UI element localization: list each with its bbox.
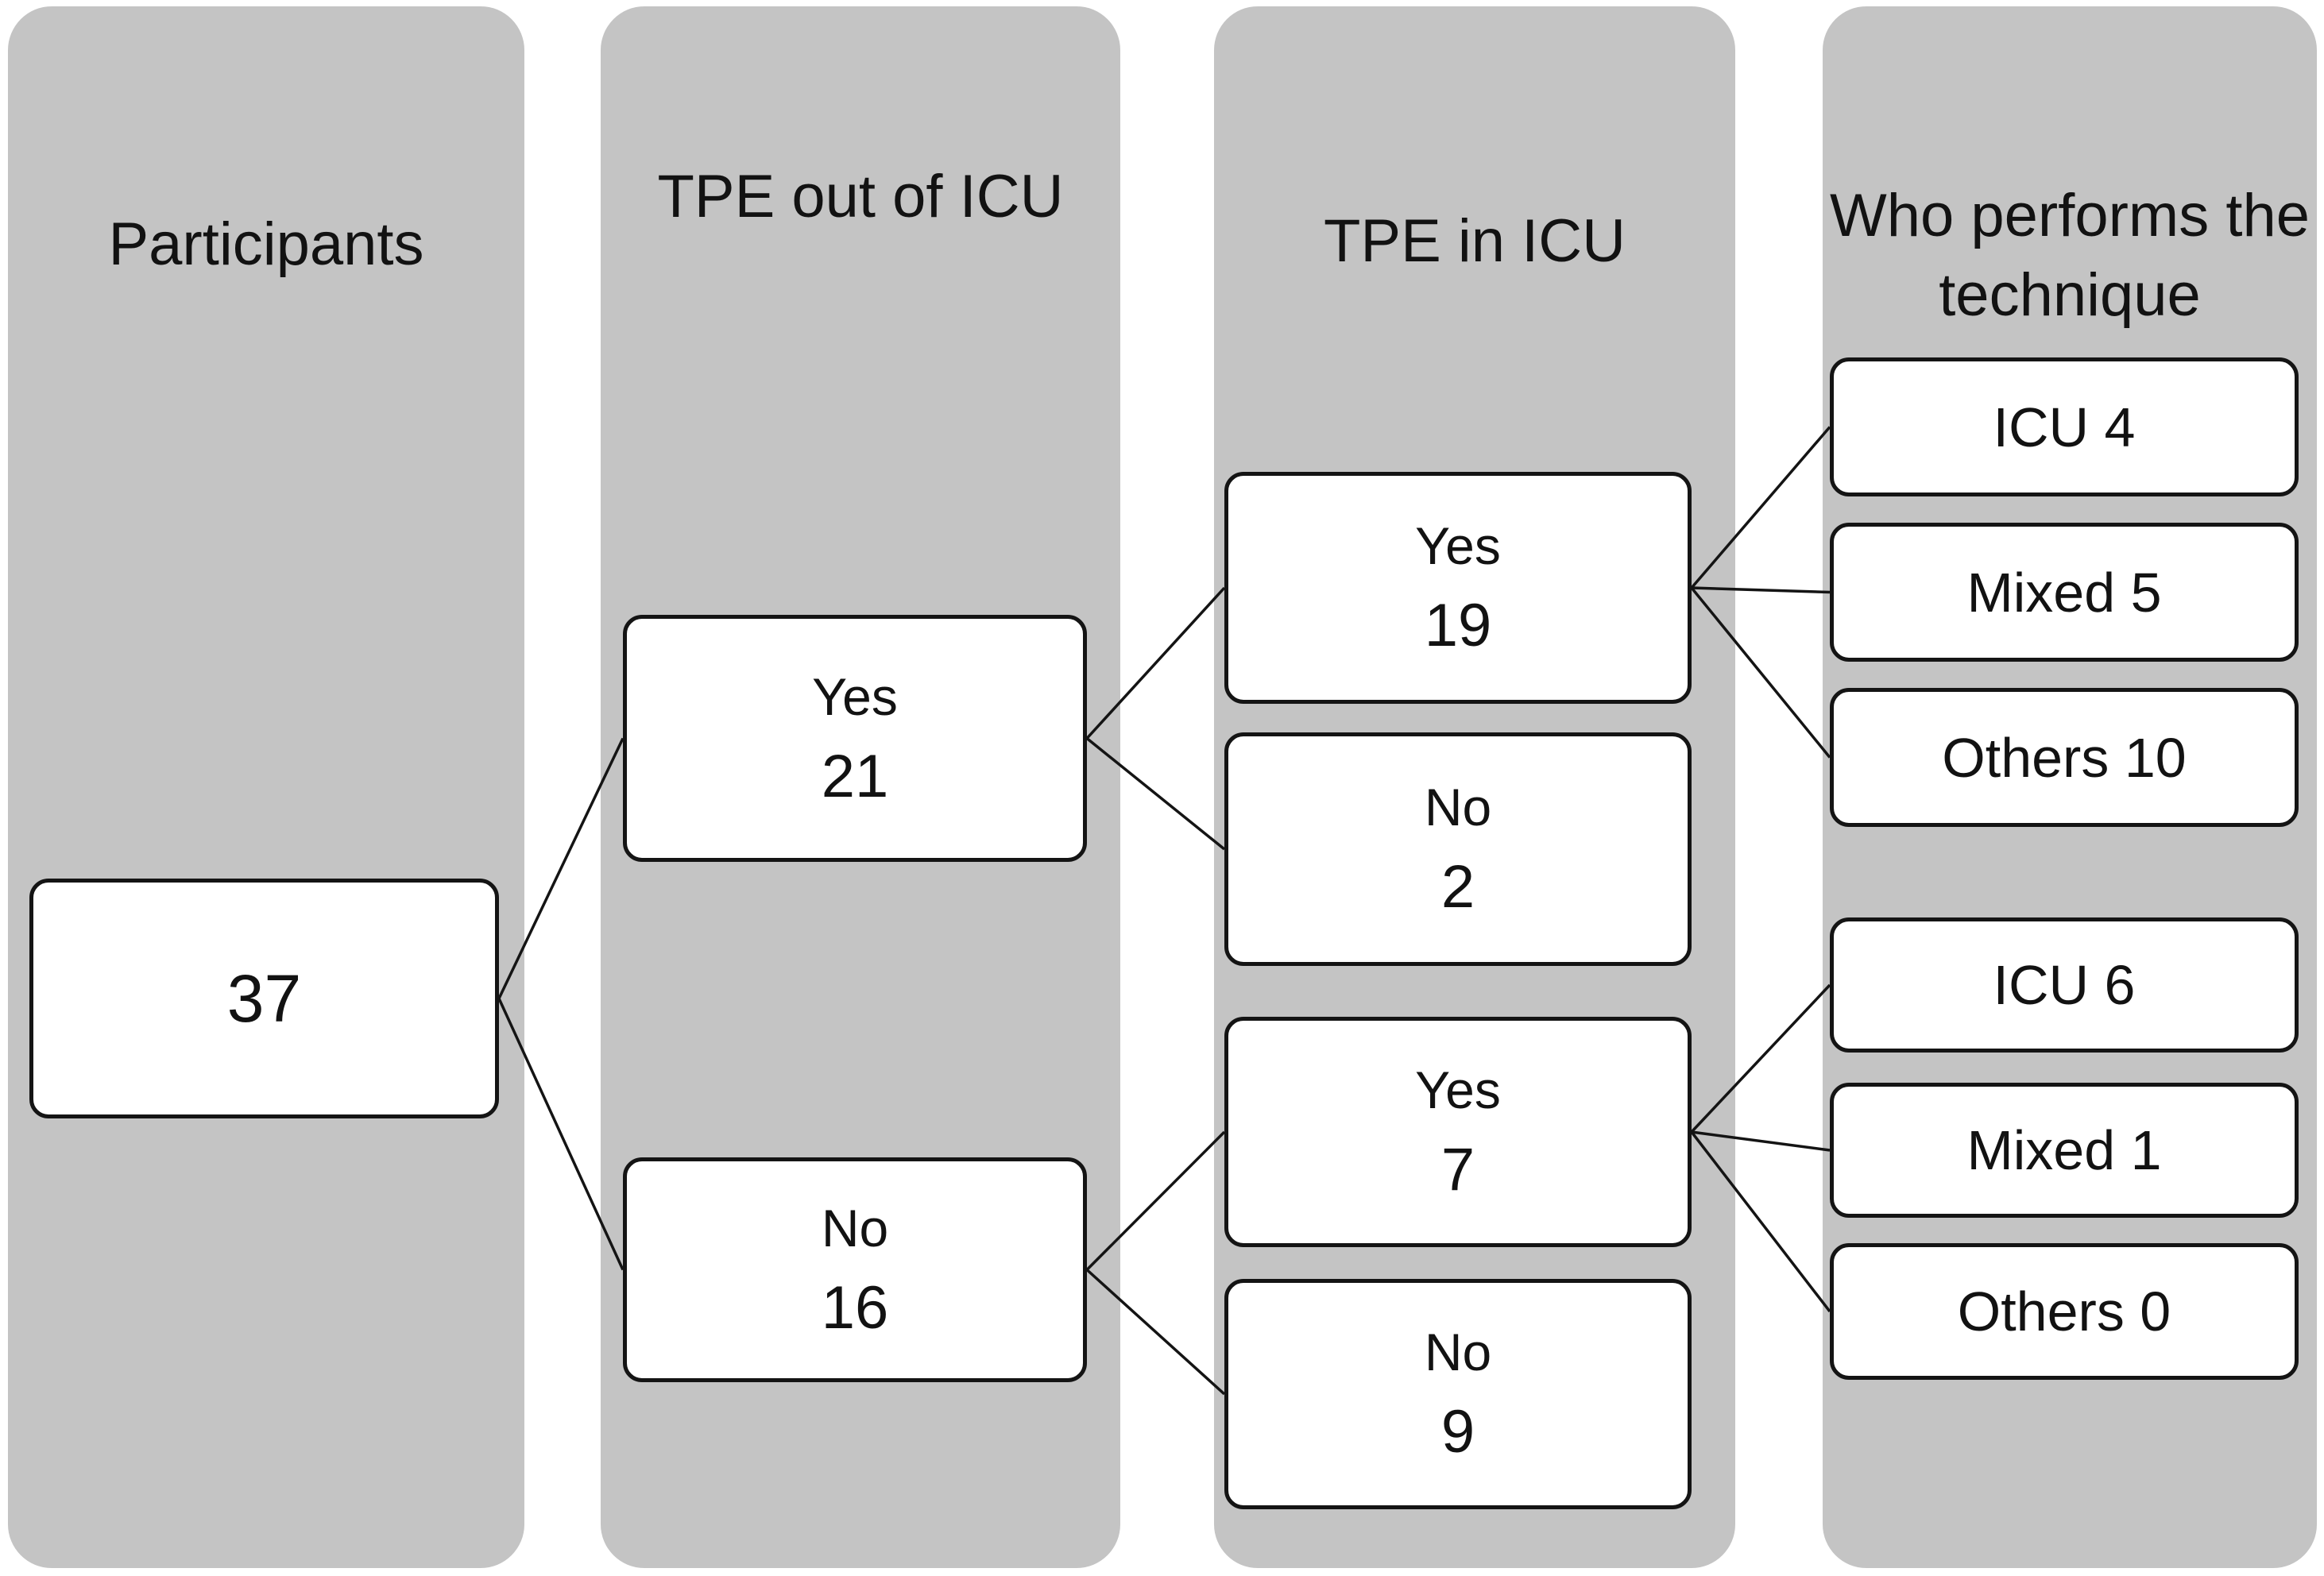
connector-line — [1085, 586, 1226, 740]
node-performer-others-lower: Others 0 — [1830, 1243, 2299, 1380]
column-header-participants: Participants — [108, 211, 424, 278]
connector-line — [1690, 426, 1831, 589]
node-tpe-in-no-lower: No 9 — [1224, 1279, 1692, 1509]
node-tpe-out-no: No 16 — [623, 1157, 1087, 1382]
node-text: Mixed 1 — [1966, 1119, 2162, 1181]
node-text: Mixed 5 — [1966, 561, 2162, 624]
column-participants — [8, 6, 524, 1568]
node-tpe-in-yes-upper: Yes 19 — [1224, 472, 1692, 704]
connector-line — [497, 737, 625, 999]
node-text: Others 0 — [1957, 1280, 2171, 1342]
node-value: 21 — [821, 742, 889, 810]
node-value: 9 — [1440, 1398, 1475, 1466]
connector-line — [1691, 586, 1831, 594]
node-performer-icu-upper: ICU 4 — [1830, 357, 2299, 496]
node-label: Yes — [812, 666, 898, 726]
node-value: 37 — [226, 961, 302, 1036]
node-text: ICU 6 — [1993, 954, 2136, 1016]
node-tpe-in-no-upper: No 2 — [1224, 732, 1692, 966]
node-label: No — [1424, 1323, 1492, 1381]
node-performer-mixed-lower: Mixed 1 — [1830, 1083, 2299, 1218]
column-header-who-performs: Who performs the technique — [1830, 182, 2310, 330]
node-label: No — [1424, 778, 1492, 836]
column-header-tpe-in-icu: TPE in ICU — [1323, 207, 1626, 275]
node-value: 2 — [1440, 853, 1475, 921]
node-text: Others 10 — [1942, 726, 2187, 789]
node-participants-total: 37 — [29, 879, 499, 1118]
connector-line — [1691, 1130, 1831, 1152]
node-performer-mixed-upper: Mixed 5 — [1830, 523, 2299, 662]
connector-line — [497, 998, 625, 1271]
column-header-tpe-out-of-icu: TPE out of ICU — [657, 163, 1064, 230]
node-tpe-in-yes-lower: Yes 7 — [1224, 1017, 1692, 1247]
connector-line — [1690, 1130, 1831, 1313]
connector-line — [1690, 586, 1831, 759]
node-tpe-out-yes: Yes 21 — [623, 615, 1087, 862]
node-label: No — [821, 1198, 889, 1257]
connector-line — [1690, 983, 1831, 1134]
node-label: Yes — [1415, 1060, 1501, 1119]
connector-line — [1085, 1269, 1226, 1396]
node-value: 7 — [1440, 1136, 1475, 1203]
node-performer-icu-lower: ICU 6 — [1830, 917, 2299, 1053]
node-text: ICU 4 — [1993, 396, 2136, 458]
node-performer-others-upper: Others 10 — [1830, 688, 2299, 827]
connector-line — [1085, 1130, 1226, 1271]
node-value: 16 — [821, 1273, 889, 1342]
node-value: 19 — [1424, 592, 1492, 659]
connector-line — [1085, 737, 1226, 851]
node-label: Yes — [1415, 516, 1501, 575]
